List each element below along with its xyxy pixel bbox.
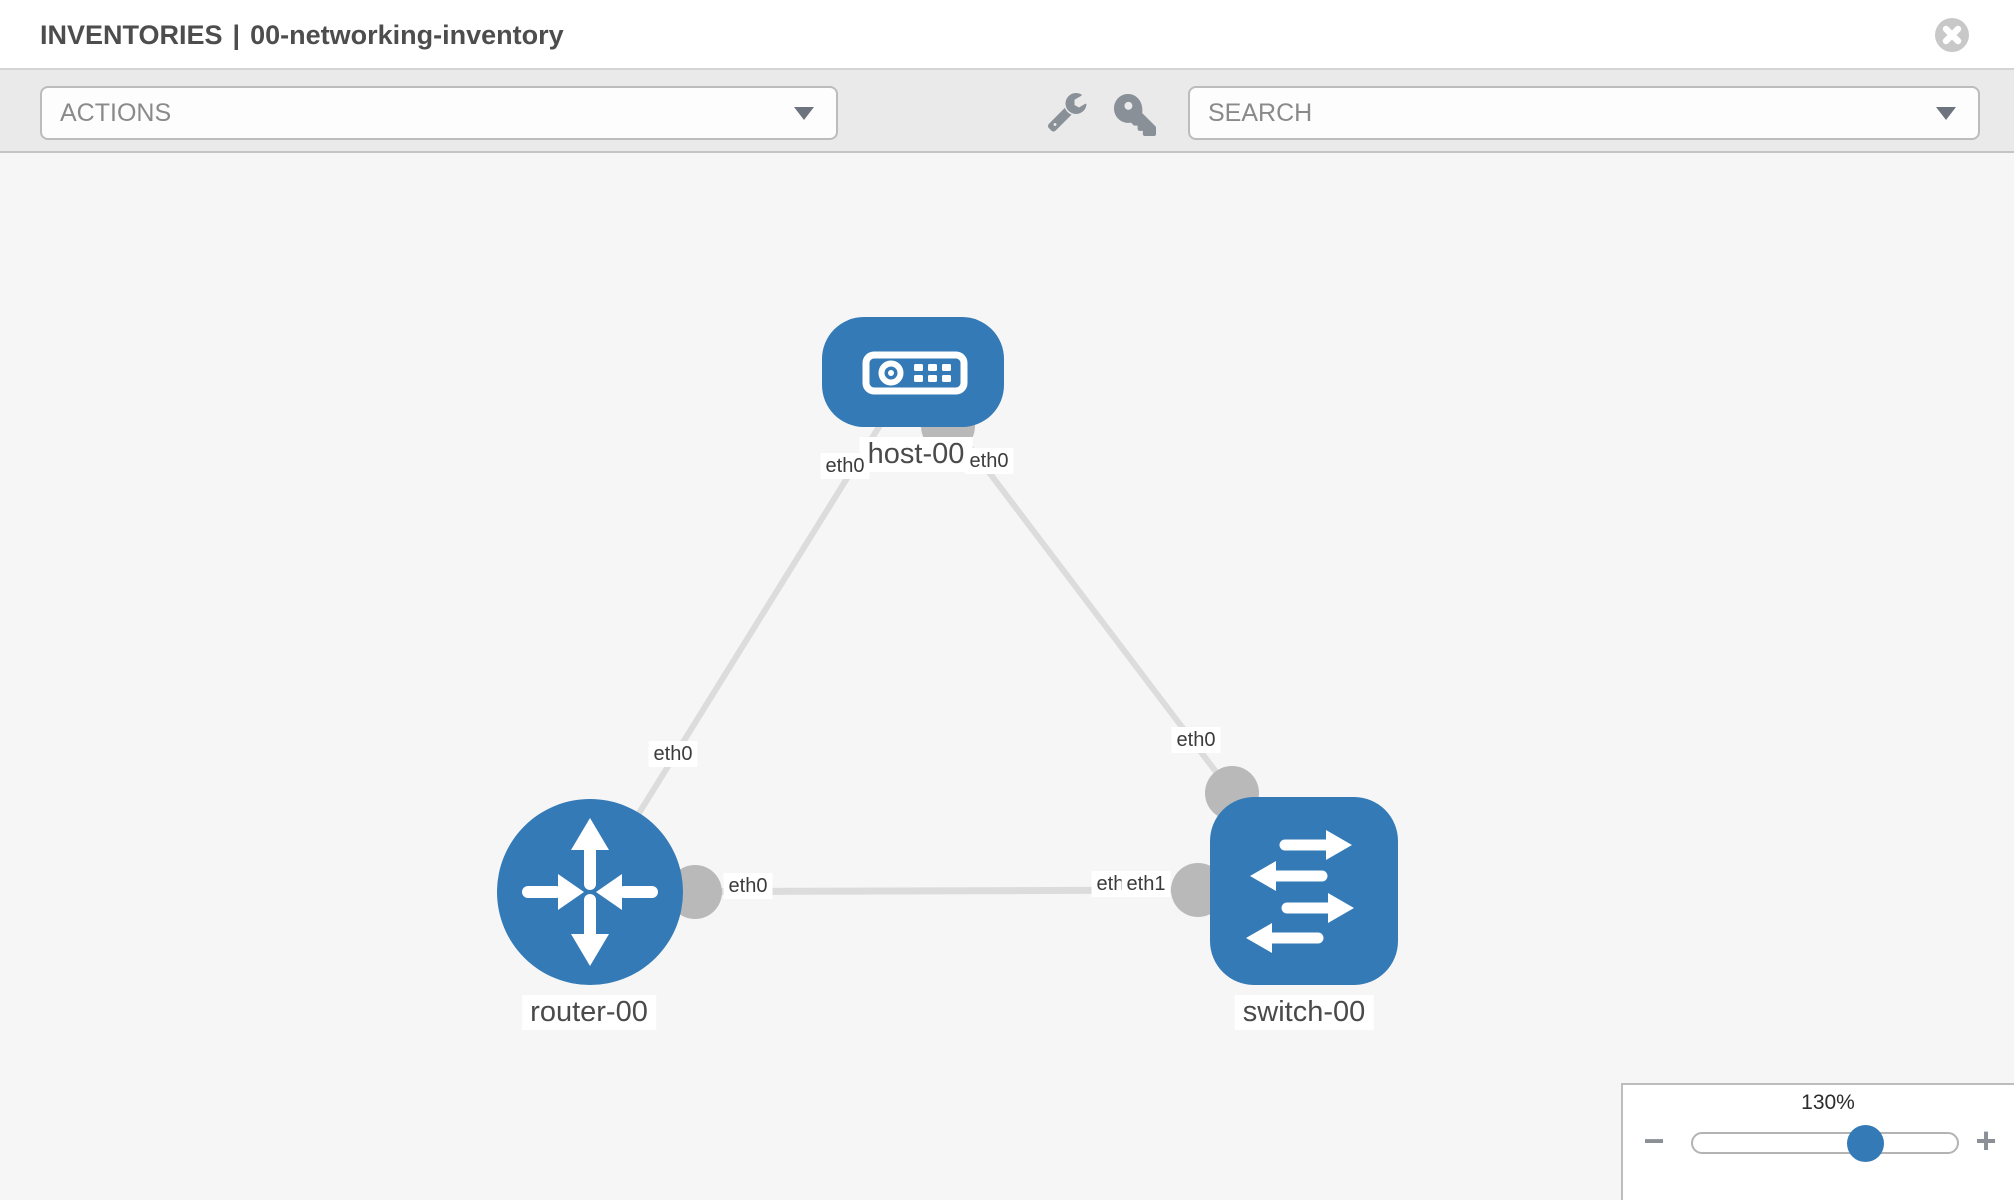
title-name: 00-networking-inventory [250,20,564,50]
chevron-down-icon [1936,107,1956,120]
title-section: INVENTORIES [40,20,223,50]
node-label-host-00: host-00 [859,437,973,472]
wrench-icon [1047,93,1087,132]
topology-canvas-background[interactable] [0,153,2014,1200]
zoom-level-label: 130% [1801,1091,1855,1114]
search-dropdown[interactable]: SEARCH [1188,86,1980,140]
chevron-down-icon [794,107,814,120]
configure-button[interactable] [1046,90,1088,137]
close-icon [1942,25,1962,45]
actions-dropdown[interactable]: ACTIONS [40,86,838,140]
node-label-switch-00: switch-00 [1234,995,1374,1030]
close-button[interactable] [1935,18,1969,52]
key-icon [1114,94,1156,137]
interface-label-host-to-router: eth0 [820,453,870,479]
zoom-slider-track[interactable] [1691,1132,1959,1154]
switch-icon [1246,830,1354,953]
search-dropdown-label: SEARCH [1208,99,1313,127]
zoom-in-button[interactable]: + [1975,1120,1997,1161]
interface-label-switch-to-host: eth0 [1171,727,1221,753]
interface-label-switch-to-router: eth1 [1121,871,1171,897]
page-title: INVENTORIES | 00-networking-inventory [40,0,564,70]
zoom-out-button[interactable]: − [1643,1120,1665,1161]
node-host-00[interactable] [822,317,1004,427]
key-button[interactable] [1114,94,1156,141]
host-icon [862,351,968,395]
toolbar: ACTIONS SEARCH [0,70,2014,153]
router-icon [522,818,658,966]
interface-label-host-to-switch: eth0 [964,448,1014,474]
zoom-slider-thumb[interactable] [1847,1125,1884,1162]
node-switch-00[interactable] [1210,797,1398,985]
page-header: INVENTORIES | 00-networking-inventory [0,0,2014,70]
node-label-router-00: router-00 [522,995,656,1030]
zoom-panel: 130% − + [1621,1083,2014,1200]
node-router-00[interactable] [497,799,683,985]
interface-label-router-to-host: eth0 [648,741,698,767]
interface-label-router-to-switch: eth0 [723,873,773,899]
title-separator: | [232,20,241,50]
actions-dropdown-label: ACTIONS [60,99,172,127]
